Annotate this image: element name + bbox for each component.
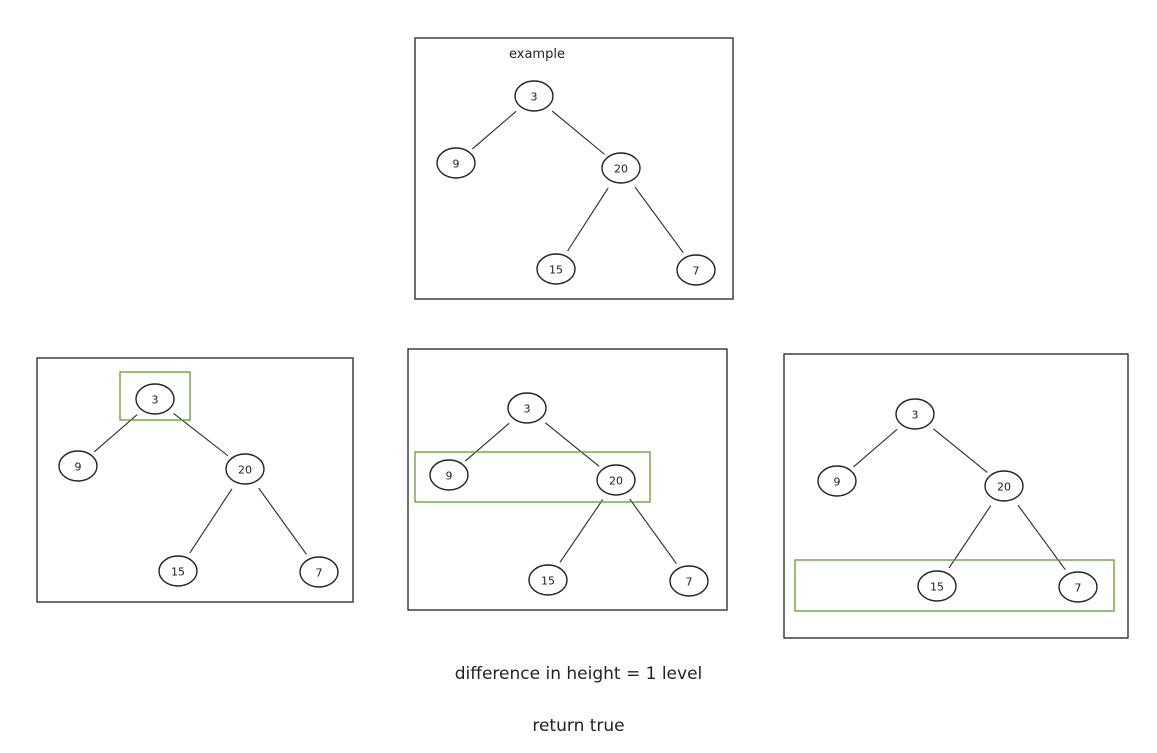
node-label: 3 [152, 394, 159, 407]
node-circle [536, 253, 576, 285]
node-label: 7 [686, 576, 693, 589]
panel-level-3: 3 9 20 15 7 [783, 353, 1129, 639]
tree-node: 20 [601, 152, 641, 184]
node-circle [817, 465, 857, 497]
tree-edge [472, 111, 517, 150]
node-label: 15 [930, 581, 944, 594]
node-circle [895, 398, 935, 430]
result-caption: return true [532, 716, 625, 736]
tree-node: 9 [429, 459, 469, 491]
tree-node: 9 [436, 147, 476, 179]
node-circle [528, 564, 568, 596]
node-circle [676, 254, 716, 286]
tree-edge [629, 498, 677, 564]
tree-edge [465, 423, 510, 462]
node-label: 9 [453, 158, 460, 171]
tree-edge [567, 187, 609, 252]
node-circle [429, 459, 469, 491]
tree-edge [948, 505, 992, 569]
tree-node: 7 [299, 556, 339, 588]
panel-frame [783, 353, 1129, 639]
tree-node: 20 [596, 464, 636, 496]
tree-node: 15 [528, 564, 568, 596]
node-label: 9 [75, 461, 82, 474]
tree-node: 3 [507, 392, 547, 424]
example-label: example [509, 47, 565, 62]
node-circle [225, 453, 265, 485]
node-label: 15 [549, 264, 563, 277]
tree-edge [545, 422, 600, 467]
node-label: 20 [609, 475, 623, 488]
node-circle [596, 464, 636, 496]
tree-edge [551, 110, 605, 155]
panel-frame [36, 357, 354, 603]
tree-node: 3 [135, 383, 175, 415]
difference-caption: difference in height = 1 level [454, 664, 703, 684]
tree-edge [1017, 504, 1066, 570]
tree-node: 15 [917, 570, 957, 602]
tree-node: 7 [676, 254, 716, 286]
node-label: 3 [524, 403, 531, 416]
tree-edge [634, 186, 684, 253]
node-circle [158, 555, 198, 587]
node-circle [507, 392, 547, 424]
tree-node: 20 [225, 453, 265, 485]
node-label: 3 [531, 91, 538, 104]
tree-node: 20 [984, 470, 1024, 502]
tree-node: 3 [895, 398, 935, 430]
node-circle [514, 80, 554, 112]
node-circle [984, 470, 1024, 502]
tree-edge [853, 429, 898, 468]
tree-edge [189, 488, 233, 554]
panel-level-2: 3 9 20 15 7 [407, 348, 728, 611]
node-label: 7 [316, 567, 323, 580]
node-label: 20 [997, 481, 1011, 494]
node-circle [917, 570, 957, 602]
node-circle [669, 565, 709, 597]
node-circle [1058, 571, 1098, 603]
tree-node: 9 [817, 465, 857, 497]
tree-edge [173, 413, 229, 457]
node-circle [58, 450, 98, 482]
node-label: 9 [834, 476, 841, 489]
panel-level-1: 3 9 20 15 7 [36, 357, 354, 603]
tree-node: 7 [1058, 571, 1098, 603]
tree-edge [94, 414, 138, 453]
node-circle [436, 147, 476, 179]
node-label: 7 [693, 265, 700, 278]
node-label: 20 [614, 163, 628, 176]
node-circle [601, 152, 641, 184]
level-highlight-box [794, 559, 1115, 612]
tree-edge [258, 487, 307, 555]
panel-frame [414, 37, 734, 300]
node-label: 15 [541, 575, 555, 588]
node-label: 9 [446, 470, 453, 483]
node-circle [299, 556, 339, 588]
tree-node: 15 [536, 253, 576, 285]
panel-frame [407, 348, 728, 611]
tree-node: 15 [158, 555, 198, 587]
tree-node: 9 [58, 450, 98, 482]
node-label: 15 [171, 566, 185, 579]
level-highlight-box [119, 371, 191, 421]
node-label: 20 [238, 464, 252, 477]
tree-edge [933, 428, 988, 473]
tree-node: 3 [514, 80, 554, 112]
node-label: 7 [1075, 582, 1082, 595]
node-label: 3 [912, 409, 919, 422]
node-circle [135, 383, 175, 415]
panel-example: example 3 9 20 15 7 [414, 37, 734, 300]
tree-node: 7 [669, 565, 709, 597]
level-highlight-box [414, 451, 651, 503]
tree-edge [559, 499, 604, 563]
